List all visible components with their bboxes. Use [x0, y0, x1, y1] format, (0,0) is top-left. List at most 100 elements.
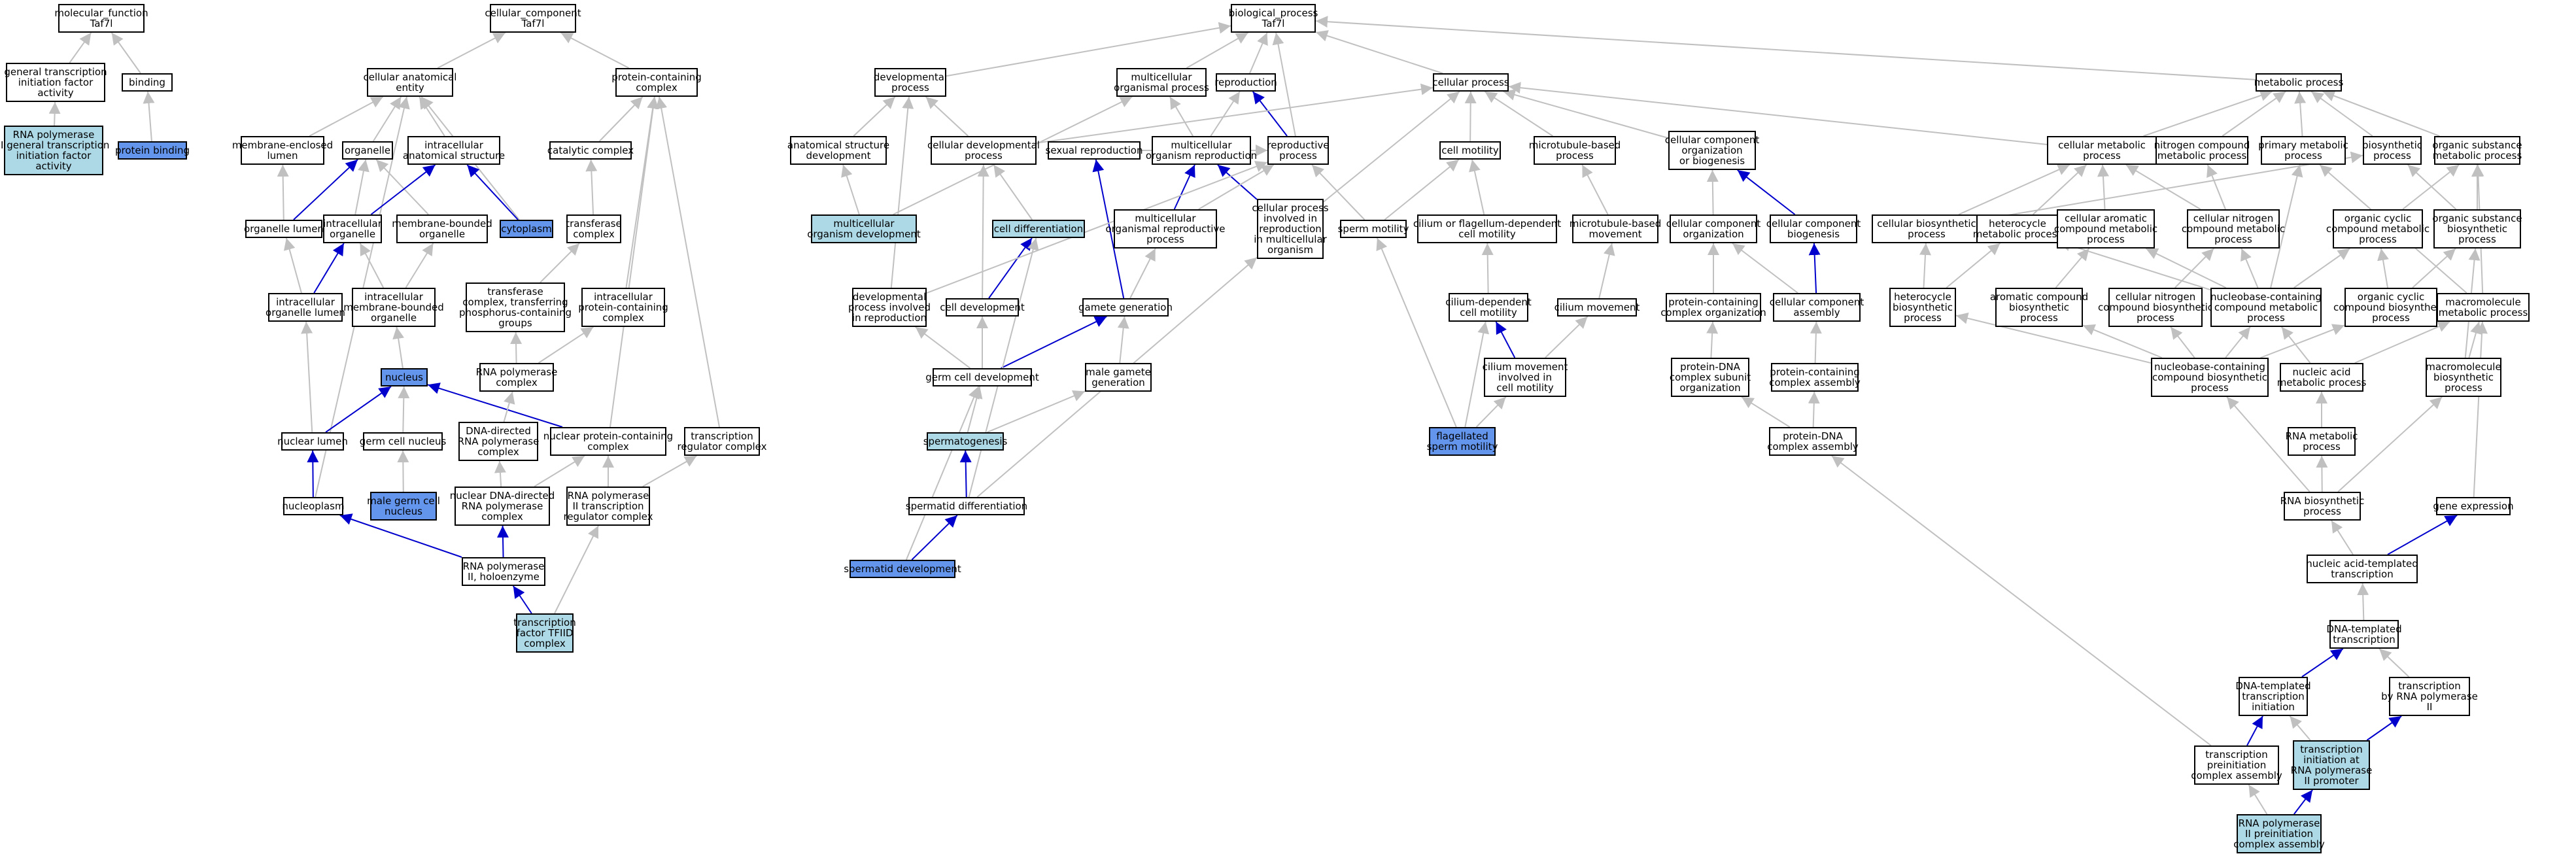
- node-ol[interactable]: organelle lumen: [244, 220, 324, 238]
- node-gcd[interactable]: germ cell development: [925, 368, 1039, 386]
- node-celldev[interactable]: cell development: [940, 298, 1025, 317]
- node-geneexp[interactable]: gene expression: [2433, 497, 2514, 515]
- node-spermatogenesis[interactable]: spermatogenesis: [923, 432, 1008, 451]
- node-gcn[interactable]: germ cell nucleus: [360, 432, 447, 451]
- node-repro[interactable]: reproduction: [1214, 73, 1277, 92]
- node-catalytic[interactable]: catalytic complex: [547, 141, 634, 160]
- node-spdev[interactable]: spermatid development: [844, 560, 961, 578]
- node-spdiff[interactable]: spermatid differentiation: [906, 497, 1027, 515]
- node-celldiff[interactable]: cell differentiation: [992, 220, 1085, 238]
- node-spermmot[interactable]: sperm motility: [1338, 220, 1409, 238]
- node-binding[interactable]: binding: [122, 73, 173, 92]
- node-sexrep[interactable]: sexual reproduction: [1046, 141, 1143, 160]
- node-nucleoplasm[interactable]: nucleoplasm: [282, 497, 345, 515]
- node-cilmov[interactable]: cilium movement: [1554, 298, 1640, 317]
- node-metap[interactable]: metabolic process: [2254, 73, 2344, 92]
- node-gamgen[interactable]: gamete generation: [1078, 298, 1173, 317]
- node-cellmot[interactable]: cell motility: [1439, 141, 1501, 160]
- node-cytoplasm[interactable]: cytoplasm: [500, 220, 553, 238]
- node-nl[interactable]: nuclear lumen: [277, 432, 348, 451]
- node-cellp[interactable]: cellular process: [1432, 73, 1509, 92]
- node-protein_binding[interactable]: protein binding: [115, 141, 190, 160]
- node-nucleus[interactable]: nucleus: [381, 368, 428, 386]
